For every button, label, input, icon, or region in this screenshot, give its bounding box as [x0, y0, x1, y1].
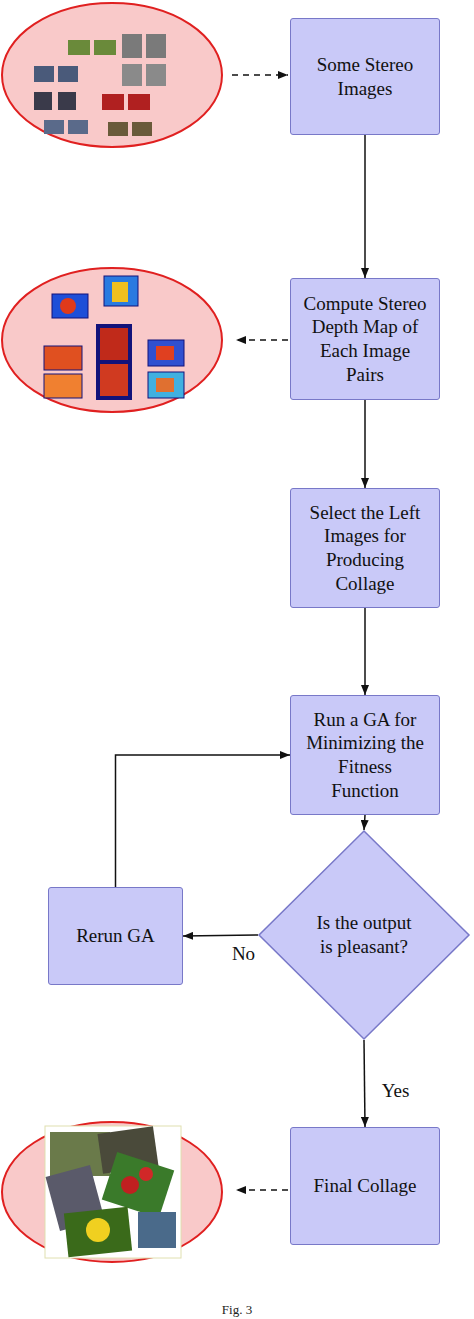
edge-label: Yes	[382, 1080, 410, 1102]
depth-map-frame	[96, 324, 132, 400]
thumbnail	[122, 64, 142, 86]
thumbnail	[102, 94, 124, 110]
node-text: Is the output is pleasant?	[314, 911, 414, 959]
dashed-leader	[232, 74, 288, 75]
depth-map	[100, 364, 128, 396]
image-thumbnails	[34, 34, 166, 136]
flower	[86, 1218, 110, 1242]
thumbnail	[68, 120, 88, 134]
decision-diamond: Is the output is pleasant?	[258, 830, 470, 1040]
depth-map	[100, 328, 128, 360]
thumbnail	[44, 120, 64, 134]
flower	[121, 1176, 139, 1194]
depth-map	[104, 276, 138, 306]
thumbnail	[68, 40, 90, 55]
depth-maps	[44, 276, 184, 400]
collage-photo	[102, 1152, 175, 1218]
node-text: Run a GA for Minimizing the Fitness Func…	[303, 708, 427, 803]
thumbnail	[132, 122, 152, 136]
flower	[139, 1167, 153, 1181]
depth-map	[52, 294, 88, 318]
depth-blob	[156, 378, 174, 392]
flow-arrow	[364, 1040, 365, 1127]
dashed-leader	[236, 339, 288, 340]
flow-arrow	[364, 135, 366, 278]
thumbnail	[94, 40, 116, 55]
thumbnail	[108, 122, 128, 136]
node-text: Final Collage	[303, 1174, 427, 1198]
edge-label: No	[232, 943, 255, 965]
illustration-circle	[2, 268, 222, 412]
depth-blob	[156, 346, 174, 360]
thumbnail	[128, 94, 150, 110]
terminal-box: Final Collage	[290, 1127, 440, 1245]
flow-arrow	[183, 935, 258, 936]
depth-map	[148, 372, 184, 398]
diamond-outline	[258, 830, 470, 1040]
process-box: Some Stereo Images	[290, 18, 440, 135]
diamond-shape	[259, 831, 469, 1039]
depth-map	[44, 346, 82, 370]
collage-photo	[138, 1212, 176, 1248]
flow-arrow	[116, 755, 291, 887]
node-text: Some Stereo Images	[303, 53, 427, 101]
depth-blob	[60, 298, 76, 314]
process-box: Select the Left Images for Producing Col…	[290, 488, 440, 608]
thumbnail	[146, 34, 166, 58]
process-box: Compute Stereo Depth Map of Each Image P…	[290, 278, 440, 400]
thumbnail	[34, 92, 52, 110]
thumbnail	[122, 34, 142, 58]
node-text: Rerun GA	[54, 924, 178, 948]
figure-caption: Fig. 3	[0, 1302, 474, 1318]
depth-map	[44, 374, 82, 398]
collage-image	[45, 1126, 181, 1258]
thumbnail	[34, 66, 54, 82]
collage-sheet	[45, 1126, 181, 1258]
flow-arrow	[364, 608, 366, 695]
node-text: Select the Left Images for Producing Col…	[303, 501, 427, 596]
illustration-circle	[2, 1122, 222, 1262]
process-box: Run a GA for Minimizing the Fitness Func…	[290, 695, 440, 815]
thumbnail	[146, 64, 166, 86]
depth-map	[148, 340, 184, 366]
process-box: Rerun GA	[48, 887, 183, 985]
dashed-leader	[236, 1189, 288, 1190]
flow-arrow	[364, 815, 365, 830]
thumbnail	[58, 92, 76, 110]
depth-blob	[112, 282, 128, 302]
collage-photo	[64, 1207, 132, 1257]
flow-arrow	[364, 400, 366, 488]
illustration-circle	[2, 3, 222, 147]
node-text: Compute Stereo Depth Map of Each Image P…	[303, 292, 427, 387]
thumbnail	[58, 66, 78, 82]
